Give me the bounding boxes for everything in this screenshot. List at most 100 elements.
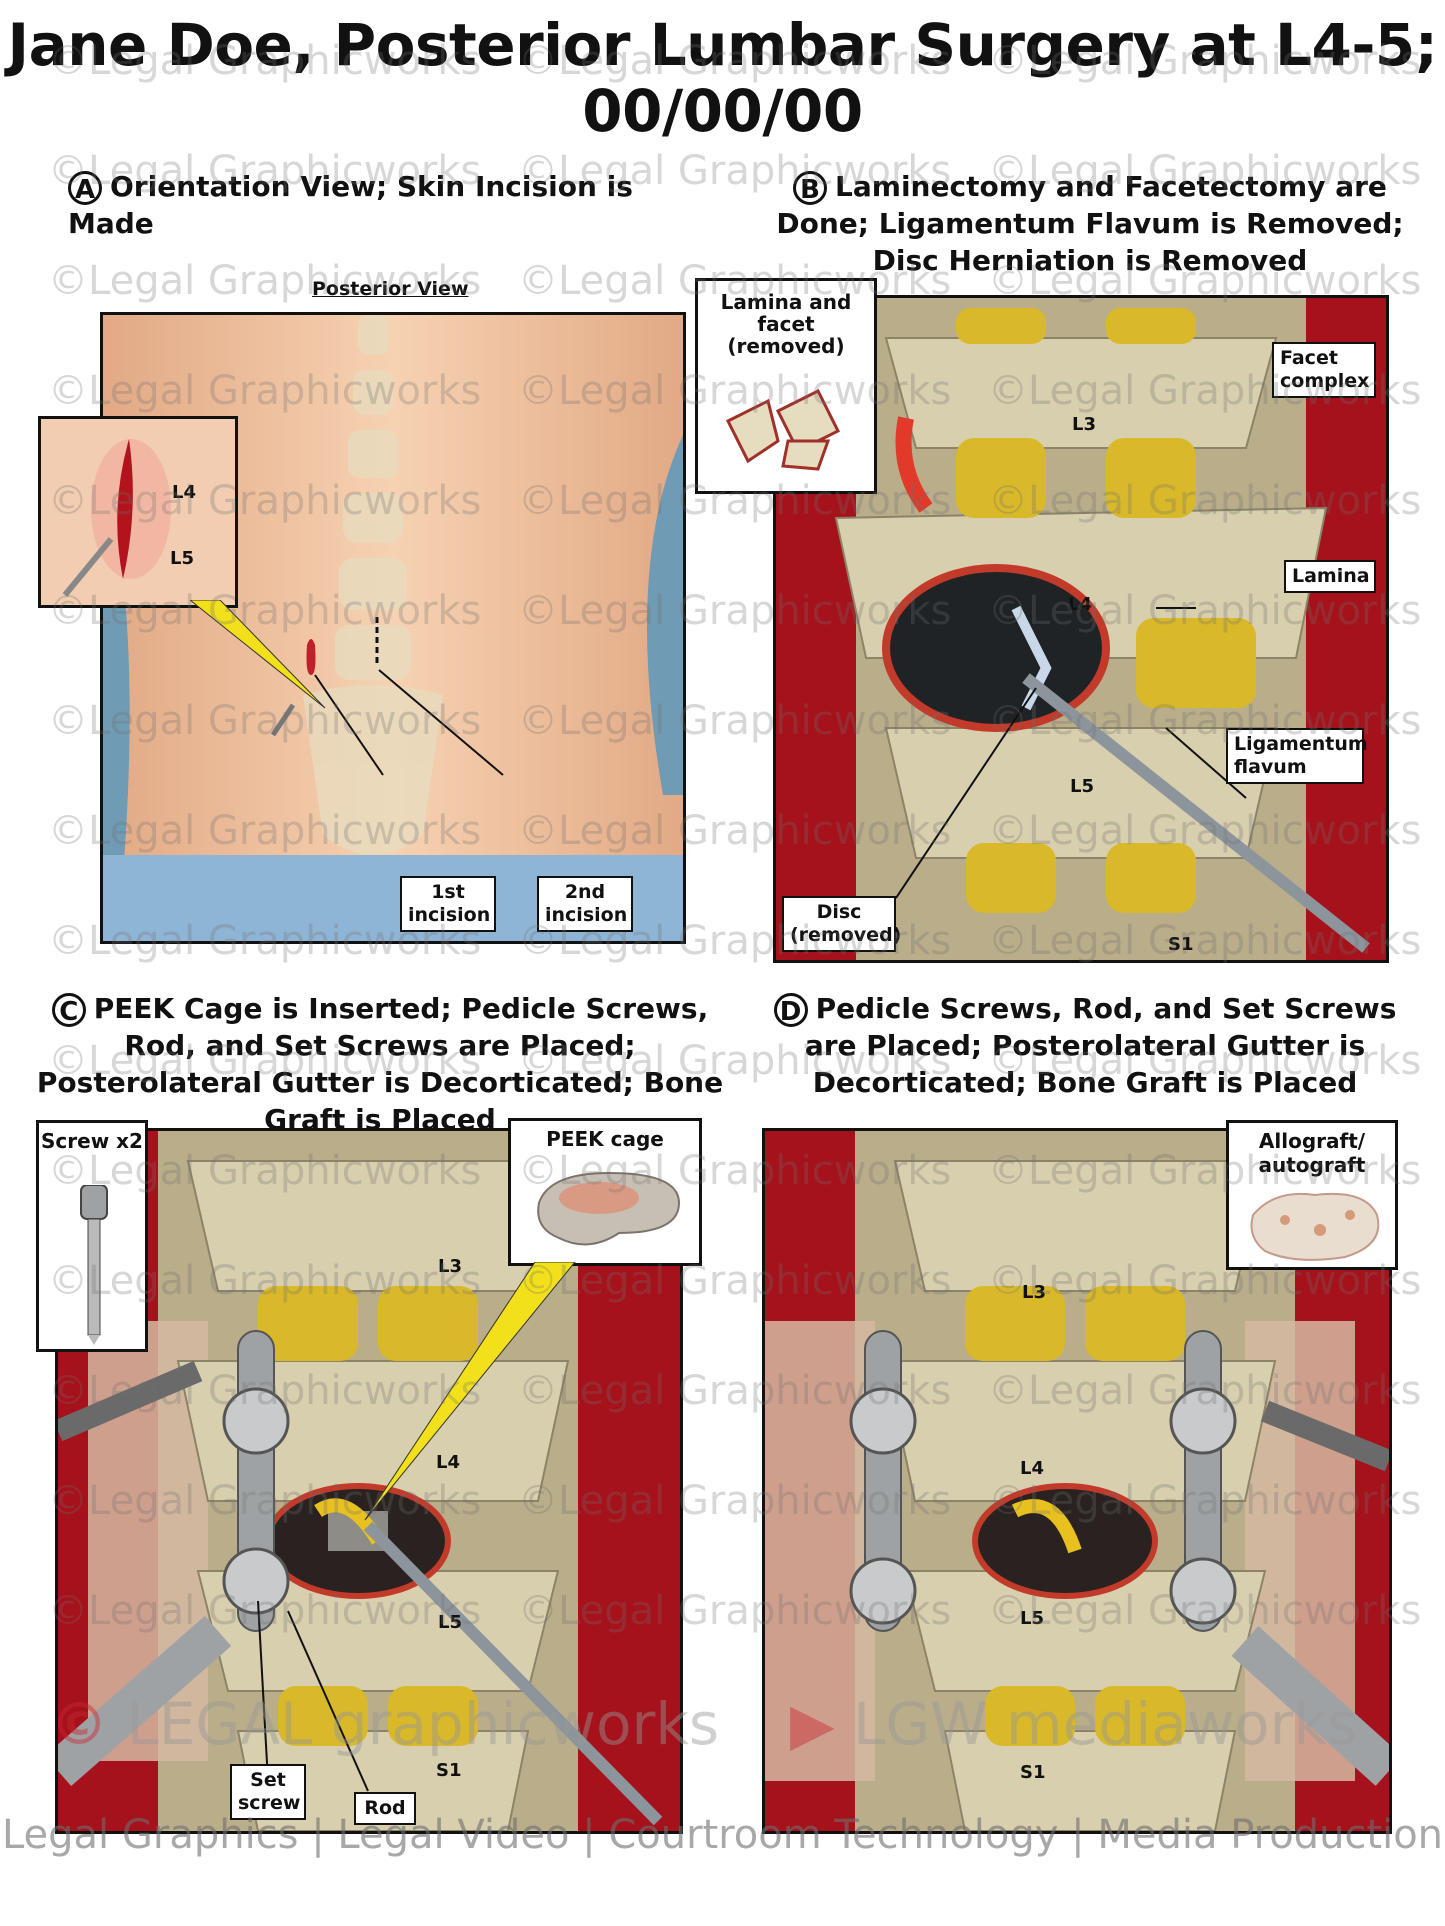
watermark: ©Legal Graphicworks — [988, 148, 1422, 194]
brand-watermark-right: ▶ LGW mediaworks — [790, 1690, 1357, 1758]
panel-d-heading-text: Pedicle Screws, Rod, and Set Screws are … — [804, 992, 1397, 1099]
watermark: ©Legal Graphicworks — [988, 258, 1422, 304]
panel-b-illustration — [773, 295, 1389, 963]
panel-a-letter: A — [68, 171, 102, 205]
peek-cage-inset: PEEK cage — [508, 1118, 702, 1266]
panel-d-vertebra-l3: L3 — [1022, 1282, 1046, 1303]
panel-d-illustration — [762, 1128, 1392, 1834]
screw-inset: Screw x2 — [36, 1120, 148, 1352]
watermark: ©Legal Graphicworks — [988, 1148, 1422, 1194]
watermark: ©Legal Graphicworks — [48, 918, 482, 964]
watermark: ©Legal Graphicworks — [988, 1258, 1422, 1304]
watermark: ©Legal Graphicworks — [48, 1588, 482, 1634]
set-screw-callout: Set screw — [230, 1764, 306, 1820]
watermark: ©Legal Graphicworks — [48, 1258, 482, 1304]
pedicle-screw-icon — [80, 1185, 108, 1345]
panel-b-letter: B — [793, 171, 828, 205]
watermark: ©Legal Graphicworks — [518, 1148, 952, 1194]
rod-callout: Rod — [354, 1792, 416, 1825]
watermark: ©Legal Graphicworks — [518, 368, 952, 414]
panel-b-vertebra-l4: L4 — [1068, 594, 1092, 615]
panel-b-vertebra-l5: L5 — [1070, 776, 1094, 797]
watermark: ©Legal Graphicworks — [518, 258, 952, 304]
panel-c-vertebra-l5: L5 — [438, 1612, 462, 1633]
spine-laminectomy-drawing — [776, 298, 1386, 960]
watermark: ©Legal Graphicworks — [518, 808, 952, 854]
watermark: ©Legal Graphicworks — [518, 148, 952, 194]
facet-complex-callout: Facet complex — [1272, 342, 1376, 398]
panel-d-vertebra-l4: L4 — [1020, 1458, 1044, 1479]
brand-left-text: LEGAL graphicworks — [126, 1690, 720, 1758]
watermark: ©Legal Graphicworks — [48, 478, 482, 524]
panel-c-vertebra-l3: L3 — [438, 1256, 462, 1277]
watermark: ©Legal Graphicworks — [48, 38, 482, 84]
incision-inset — [38, 416, 238, 608]
graft-inset: Allograft/ autograft — [1226, 1120, 1398, 1270]
page-title: Jane Doe, Posterior Lumbar Surgery at L4… — [7, 11, 1438, 145]
watermark: ©Legal Graphicworks — [988, 698, 1422, 744]
peek-cage-label: PEEK cage — [546, 1127, 664, 1151]
inset-label-l5: L5 — [170, 548, 194, 569]
screw-label: Screw x2 — [41, 1129, 143, 1153]
watermark: ©Legal Graphicworks — [988, 478, 1422, 524]
watermark: ©Legal Graphicworks — [518, 1478, 952, 1524]
panel-b-heading-text: Laminectomy and Facetectomy are Done; Li… — [776, 170, 1404, 277]
watermark: ©Legal Graphicworks — [518, 588, 952, 634]
peek-cage-icon — [537, 1171, 681, 1246]
watermark: ©Legal Graphicworks — [518, 698, 952, 744]
watermark: ©Legal Graphicworks — [988, 1038, 1422, 1084]
panel-d-vertebra-s1: S1 — [1020, 1762, 1046, 1783]
watermark: ©Legal Graphicworks — [48, 698, 482, 744]
panel-d-letter: D — [773, 993, 808, 1027]
brand-watermark-left: © LEGAL graphicworks — [50, 1690, 719, 1758]
graft-label: Allograft/ autograft — [1258, 1129, 1366, 1177]
panel-a-heading-text: Orientation View; Skin Incision is Made — [68, 170, 633, 240]
watermark: ©Legal Graphicworks — [518, 1588, 952, 1634]
watermark: ©Legal Graphicworks — [988, 1368, 1422, 1414]
watermark: ©Legal Graphicworks — [518, 918, 952, 964]
footer-tagline: Legal Graphics | Legal Video | Courtroom… — [1, 1812, 1444, 1858]
watermark: ©Legal Graphicworks — [518, 1368, 952, 1414]
posterior-view-label: Posterior View — [312, 278, 469, 300]
inset-pointer — [190, 600, 326, 709]
watermark: ©Legal Graphicworks — [48, 1038, 482, 1084]
removed-bone-inset: Lamina and facet (removed) — [695, 278, 877, 494]
watermark: ©Legal Graphicworks — [48, 1368, 482, 1414]
watermark: ©Legal Graphicworks — [988, 918, 1422, 964]
inset-label-l4: L4 — [172, 482, 196, 503]
watermark: ©Legal Graphicworks — [988, 808, 1422, 854]
disc-removed-callout: Disc (removed) — [782, 896, 901, 952]
play-icon: ▶ — [790, 1690, 835, 1758]
brand-logo-icon: © — [50, 1690, 108, 1758]
watermark: ©Legal Graphicworks — [48, 148, 482, 194]
panel-c-letter: C — [51, 993, 86, 1027]
panel-c-vertebra-s1: S1 — [436, 1760, 462, 1781]
watermark: ©Legal Graphicworks — [988, 1588, 1422, 1634]
watermark: ©Legal Graphicworks — [48, 1148, 482, 1194]
lamina-callout: Lamina — [1284, 560, 1376, 593]
watermark: ©Legal Graphicworks — [988, 1478, 1422, 1524]
first-incision-callout: 1st incision — [400, 876, 496, 932]
watermark: ©Legal Graphicworks — [48, 588, 482, 634]
watermark: ©Legal Graphicworks — [518, 1258, 952, 1304]
watermark: ©Legal Graphicworks — [518, 38, 952, 84]
watermark: ©Legal Graphicworks — [518, 1038, 952, 1084]
lamina-facet-label: Lamina and facet (removed) — [720, 290, 852, 358]
spine-outline — [303, 315, 443, 855]
spine-instrumentation-drawing — [765, 1131, 1389, 1831]
panel-c-vertebra-l4: L4 — [436, 1452, 460, 1473]
peek-cage-pointer — [364, 1262, 576, 1521]
panel-b-vertebra-s1: S1 — [1168, 934, 1194, 955]
watermark: ©Legal Graphicworks — [518, 478, 952, 524]
panel-d-vertebra-l5: L5 — [1020, 1608, 1044, 1629]
watermark: ©Legal Graphicworks — [988, 588, 1422, 634]
watermark: ©Legal Graphicworks — [48, 1478, 482, 1524]
panel-b-vertebra-l3: L3 — [1072, 414, 1096, 435]
bone-graft-icon — [1250, 1192, 1380, 1261]
watermark: ©Legal Graphicworks — [48, 368, 482, 414]
inset-incision-drawing — [41, 419, 235, 605]
watermark: ©Legal Graphicworks — [48, 808, 482, 854]
watermark: ©Legal Graphicworks — [988, 38, 1422, 84]
